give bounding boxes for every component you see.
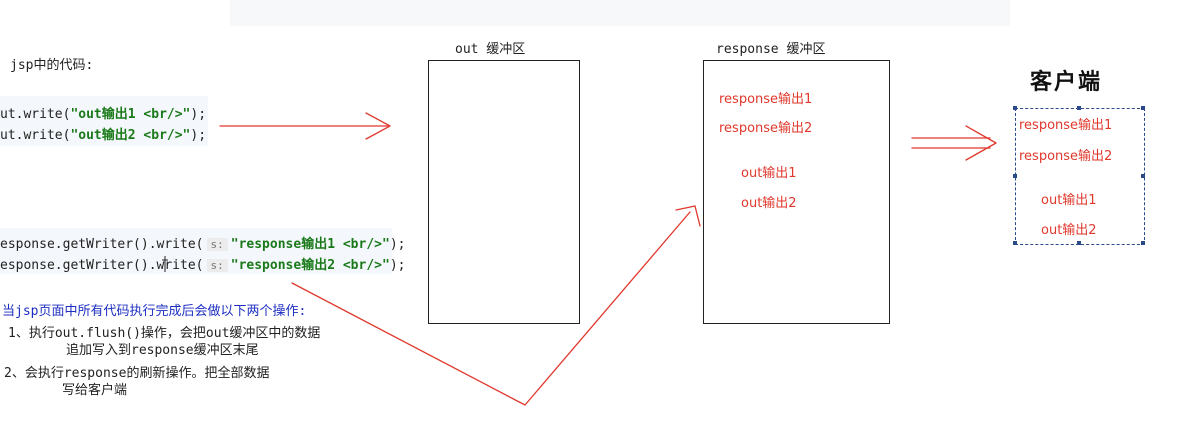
out-code-block [0, 96, 208, 146]
out-code-line-1: ut.write("out输出1 <br/>"); [0, 107, 207, 122]
client-item: out输出2 [1041, 223, 1097, 238]
selection-handle [1141, 241, 1145, 245]
response-buffer-title: response 缓冲区 [716, 42, 826, 57]
client-item: out输出1 [1041, 193, 1097, 208]
flush-to-client-arrow [911, 125, 997, 161]
note-step1-line1: 1、执行out.flush()操作，会把out缓冲区中的数据 [8, 326, 321, 341]
response-to-buffer-arrow [291, 205, 701, 406]
selection-handle [1141, 106, 1145, 110]
notes-title: 当jsp页面中所有代码执行完成后会做以下两个操作: [2, 304, 307, 319]
response-buffer-box [703, 60, 890, 324]
selection-handle [1013, 106, 1017, 110]
out-to-buffer-arrow [219, 112, 391, 140]
note-step2-line1: 2、会执行response的刷新操作。把全部数据 [4, 366, 270, 381]
out-buffer-box [428, 60, 580, 324]
response-code-line-2: esponse.getWriter().write(s:"response输出2… [0, 258, 406, 273]
cursor-icon [162, 256, 168, 272]
response-buffer-item: out输出1 [741, 166, 797, 181]
response-buffer-item: response输出1 [719, 92, 813, 107]
note-step1-line2: 追加写入到response缓冲区末尾 [66, 343, 259, 358]
response-buffer-item: response输出2 [719, 121, 813, 136]
selection-handle [1141, 174, 1145, 178]
response-buffer-item: out输出2 [741, 196, 797, 211]
client-item: response输出1 [1019, 118, 1113, 133]
out-buffer-title: out 缓冲区 [455, 42, 526, 57]
note-step2-line2: 写给客户端 [62, 383, 128, 398]
selection-handle [1013, 241, 1017, 245]
response-code-line-1: esponse.getWriter().write(s:"response输出1… [0, 237, 406, 252]
client-title: 客户端 [1030, 70, 1103, 95]
selection-handle [1013, 174, 1017, 178]
client-item: response输出2 [1019, 149, 1113, 164]
top-band [230, 0, 1010, 26]
out-code-line-2: ut.write("out输出2 <br/>"); [0, 128, 207, 143]
response-code-block [0, 228, 392, 274]
selection-handle [1077, 241, 1081, 245]
jsp-code-label: jsp中的代码: [10, 58, 94, 73]
selection-handle [1077, 106, 1081, 110]
